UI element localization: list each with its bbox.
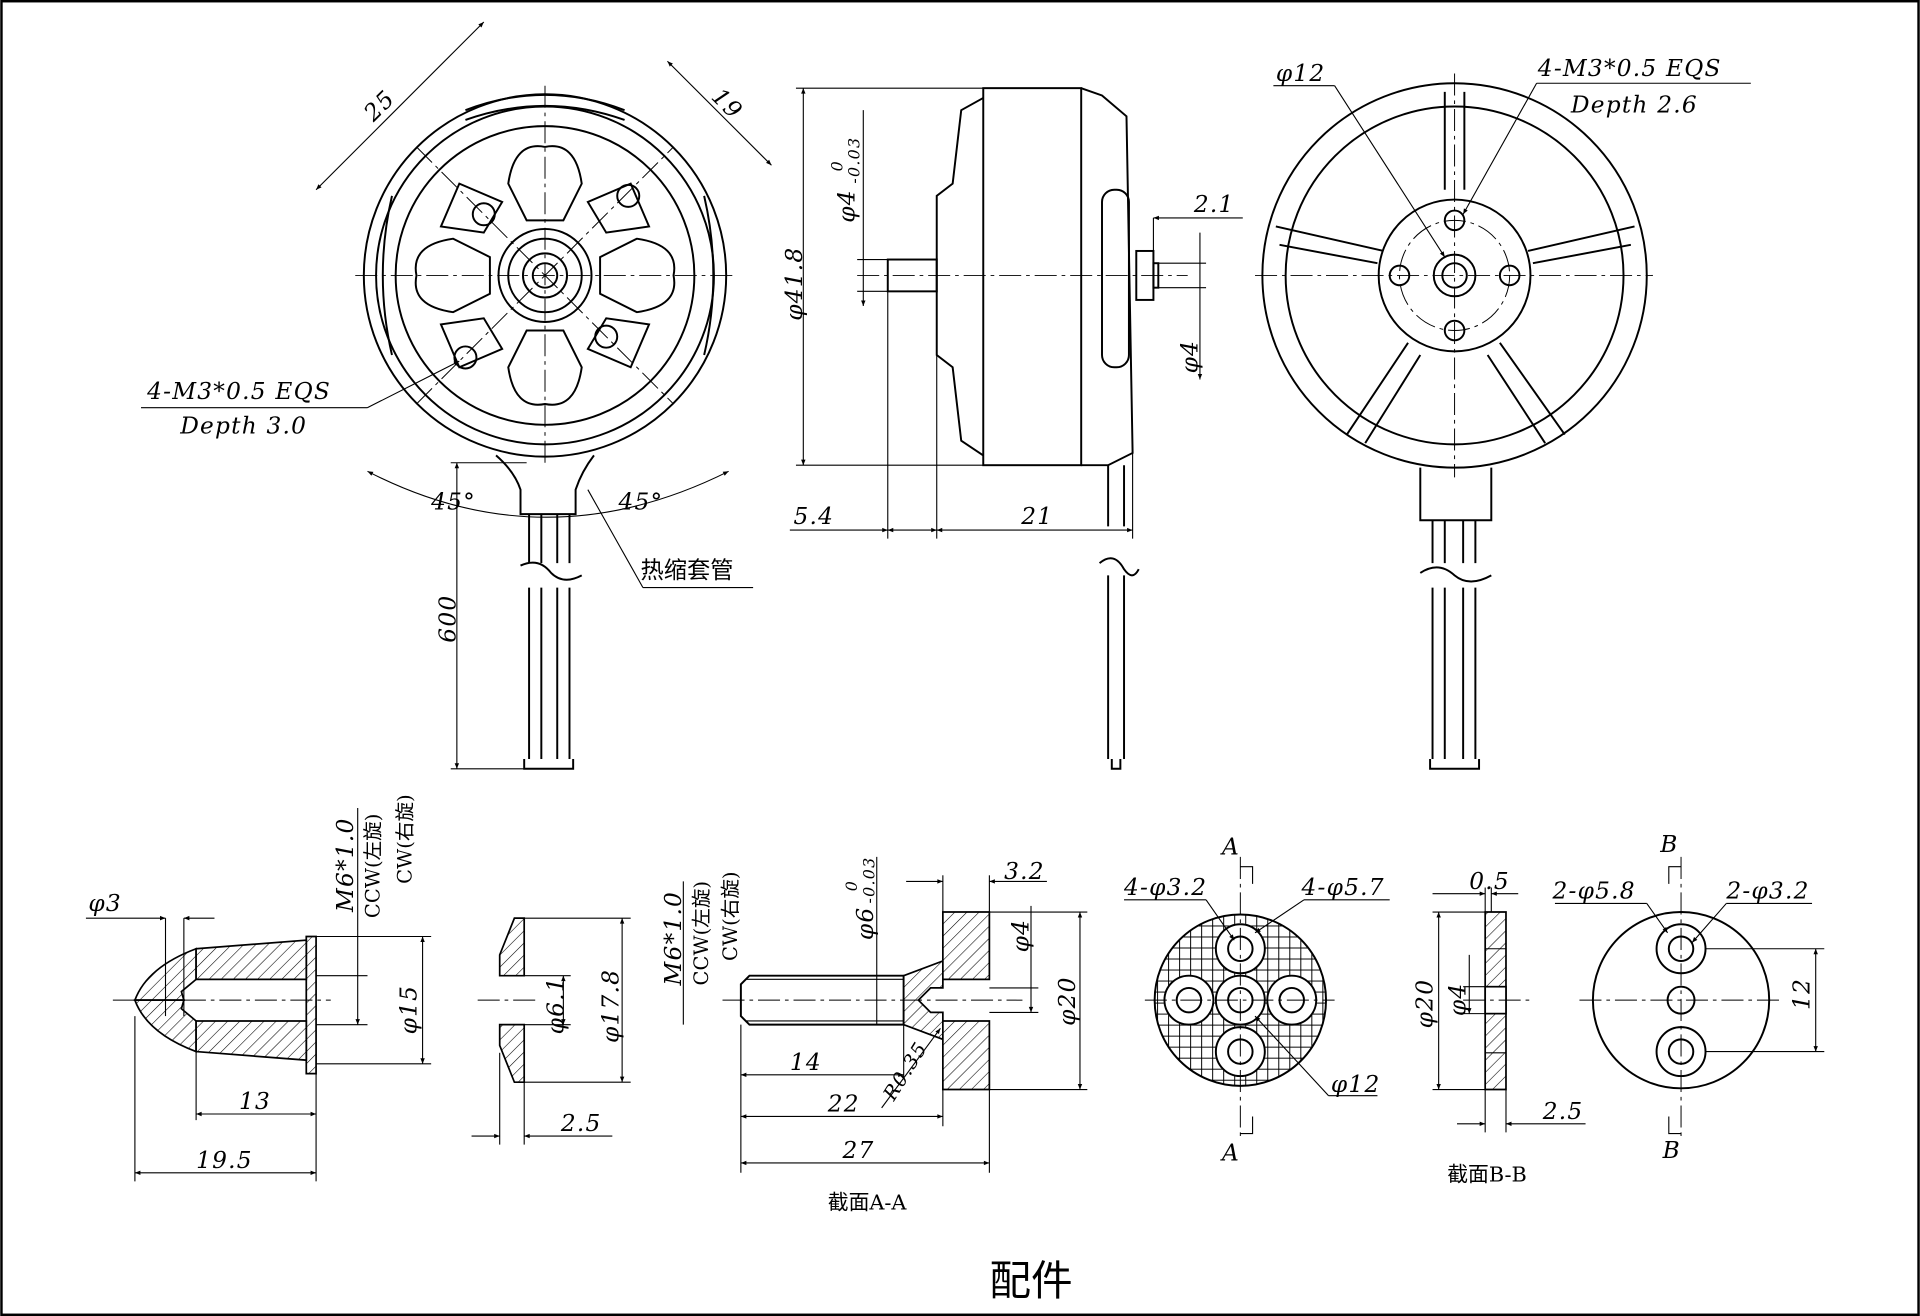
nut-ccw: CCW(左旋) <box>362 814 385 919</box>
plate-b: B B 2-φ5.8 2-φ3.2 12 <box>1552 831 1825 1164</box>
adapter-shaft-dia: φ6 <box>852 907 879 941</box>
front-view: 25 19 4-M3*0.5 EQS Depth 3.0 45° 45° 热缩套… <box>141 21 772 770</box>
washer: φ17.8 φ6.1 2.5 <box>471 917 631 1145</box>
rear-thread-note: 4-M3*0.5 EQS <box>1537 55 1722 82</box>
section-b-bottom: B <box>1662 1137 1681 1164</box>
shaft-length: 5.4 <box>794 503 835 530</box>
adapter-flange-thk: 3.2 <box>1004 858 1045 885</box>
nut-hole-dia: φ3 <box>88 890 122 917</box>
body-diameter: φ41.8 <box>781 247 808 321</box>
plate-a: A A 4-φ3.2 4-φ5.7 φ12 <box>1123 833 1390 1167</box>
washer-outer-dia: φ17.8 <box>597 969 624 1043</box>
plate-b-spacing: 12 <box>1789 978 1816 1010</box>
rear-diameter: φ4 <box>1176 340 1203 374</box>
rear-depth-note: Depth 2.6 <box>1570 92 1698 119</box>
adapter-ccw: CCW(左旋) <box>690 881 713 986</box>
lead-length: 600 <box>435 595 462 643</box>
section-b-label: 截面B-B <box>1447 1162 1527 1186</box>
rear-length: 2.1 <box>1193 191 1235 218</box>
side-view: φ41.8 φ4 0 -0.03 2.1 φ4 5.4 21 <box>781 87 1243 770</box>
section-a-label: 截面A-A <box>828 1190 908 1214</box>
heat-shrink-label: 热缩套管 <box>640 557 733 584</box>
prop-nut: φ15 M6*1.0 CCW(左旋) CW(右旋) φ3 13 19.5 <box>85 794 432 1182</box>
shaft-tol-lower: -0.03 <box>845 137 864 184</box>
plate-a-center-dia: φ12 <box>1331 1071 1381 1098</box>
plate-b-large-holes: 2-φ5.8 <box>1552 878 1636 905</box>
adapter-cw: CW(右旋) <box>719 871 742 961</box>
body-length: 21 <box>1020 503 1053 530</box>
washer-thickness: 2.5 <box>560 1110 602 1137</box>
adapter-thread-len: 14 <box>790 1049 822 1076</box>
adapter-thread: M6*1.0 <box>660 891 687 987</box>
angle-right: 45° <box>617 488 663 515</box>
front-depth-note: Depth 3.0 <box>179 412 307 439</box>
dim-25: 25 <box>358 85 400 127</box>
adapter-len-22: 22 <box>827 1091 860 1118</box>
section-b-top: B <box>1659 831 1678 858</box>
section-a-top: A <box>1220 833 1240 860</box>
section-b-bore-dia: φ4 <box>1445 983 1472 1017</box>
page-title: 配件 <box>989 1256 1072 1305</box>
front-thread-note: 4-M3*0.5 EQS <box>146 378 331 405</box>
section-b: φ20 φ4 0.5 2.5 截面B-B <box>1412 868 1586 1186</box>
nut-total-len: 19.5 <box>196 1147 253 1174</box>
nut-inner-len: 13 <box>239 1088 271 1115</box>
dim-19: 19 <box>706 83 748 125</box>
rear-center-dia: φ12 <box>1276 60 1326 87</box>
plate-a-large-holes: 4-φ5.7 <box>1301 874 1385 901</box>
adapter-bore-dia: φ4 <box>1008 919 1035 953</box>
prop-adapter: M6*1.0 CCW(左旋) CW(右旋) φ6 0 -0.03 3.2 φ4 … <box>660 857 1088 1214</box>
plate-a-small-holes: 4-φ3.2 <box>1123 874 1207 901</box>
nut-cw: CW(右旋) <box>394 794 417 884</box>
plate-b-small-holes: 2-φ3.2 <box>1725 878 1809 905</box>
section-b-outer-dia: φ20 <box>1412 979 1439 1029</box>
washer-inner-dia: φ6.1 <box>542 976 569 1034</box>
section-b-step: 0.5 <box>1469 868 1510 895</box>
shaft-tol-upper: 0 <box>827 160 846 171</box>
section-b-thickness: 2.5 <box>1542 1098 1584 1125</box>
adapter-tol-upper: 0 <box>842 880 861 891</box>
angle-left: 45° <box>430 488 476 515</box>
adapter-tol-lower: -0.03 <box>859 857 878 904</box>
adapter-radius: R0.35 <box>878 1038 932 1106</box>
nut-outer-dia: φ15 <box>395 985 422 1035</box>
section-a-bottom: A <box>1220 1140 1240 1167</box>
adapter-len-27: 27 <box>841 1137 874 1164</box>
nut-thread: M6*1.0 <box>332 817 359 913</box>
adapter-flange-dia: φ20 <box>1054 976 1081 1026</box>
shaft-diameter: φ4 <box>834 189 861 223</box>
rear-view: φ12 4-M3*0.5 EQS Depth 2.6 <box>1255 55 1751 770</box>
